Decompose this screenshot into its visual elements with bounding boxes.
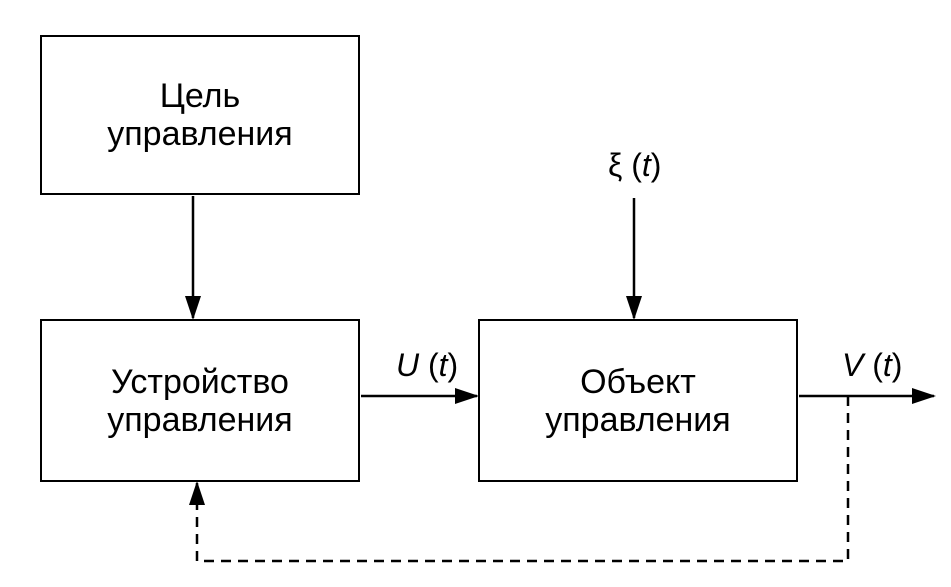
- control-argument: t: [438, 347, 448, 383]
- control-argument-open: (: [428, 347, 439, 383]
- output-signal-label: V (t): [842, 347, 902, 383]
- controller-block: Устройство управления: [40, 319, 360, 482]
- control-goal-block: Цель управления: [40, 35, 360, 195]
- control-symbol: U: [396, 347, 420, 383]
- control-signal-label: U (t): [396, 347, 458, 383]
- feedback-path: [197, 396, 850, 563]
- disturbance-argument-close: ): [650, 147, 662, 183]
- output-argument: t: [882, 347, 892, 383]
- controller-label: Устройство управления: [107, 362, 293, 439]
- disturbance-argument: t: [641, 147, 651, 183]
- disturbance-signal-label: ξ (t): [608, 147, 661, 183]
- output-argument-open: (: [872, 347, 883, 383]
- control-goal-label: Цель управления: [107, 77, 293, 153]
- disturbance-symbol: ξ: [608, 147, 623, 183]
- control-argument-close: ): [447, 347, 459, 383]
- output-argument-close: ): [891, 347, 903, 383]
- disturbance-argument-open: (: [631, 147, 642, 183]
- control-object-label: Объект управления: [545, 362, 731, 439]
- output-symbol: V: [842, 347, 864, 383]
- control-object-block: Объект управления: [478, 319, 798, 482]
